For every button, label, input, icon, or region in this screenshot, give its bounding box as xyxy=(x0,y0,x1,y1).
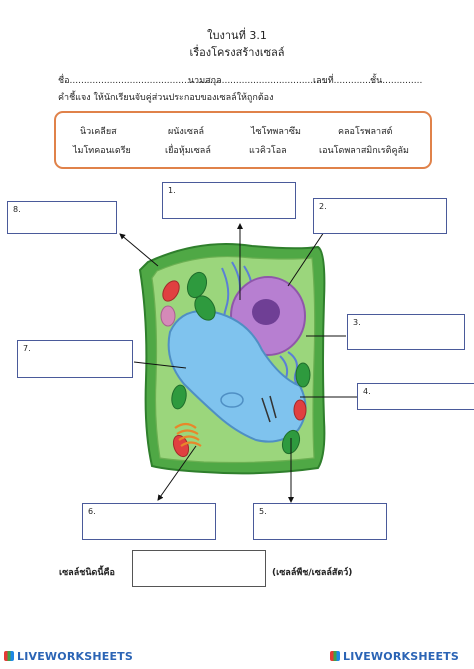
arrow-6 xyxy=(157,445,197,501)
label-box-2[interactable]: 2. xyxy=(313,198,447,234)
worksheet-subtitle: เรื่องโครงสร้างเซลล์ xyxy=(189,46,285,59)
label-box-6[interactable]: 6. xyxy=(82,503,216,540)
word-cell-membrane: เยื่อหุ้มเซลล์ xyxy=(165,146,211,156)
label-box-1[interactable]: 1. xyxy=(162,182,296,219)
word-chloroplast: คลอโรพลาสต์ xyxy=(338,127,393,137)
cell-type-options: (เซลล์พืช/เซลล์สัตว์) xyxy=(272,568,353,578)
arrow-8 xyxy=(119,233,159,267)
word-nucleus: นิวเคลียส xyxy=(80,127,117,137)
label-box-8[interactable]: 8. xyxy=(7,201,117,234)
word-mitochondria: ไมโทคอนเดรีย xyxy=(73,146,131,156)
instructions: คำชี้แจง ให้นักเรียนจับคู่ส่วนประกอบของเ… xyxy=(58,93,274,103)
class-field[interactable]: ชั้น.............. xyxy=(370,76,423,86)
word-vacuole: แวคิวโอล xyxy=(249,146,287,156)
worksheet-title: ใบงานที่ 3.1 xyxy=(207,29,267,42)
arrow-2 xyxy=(287,225,329,287)
label-box-5[interactable]: 5. xyxy=(253,503,387,540)
arrow-7 xyxy=(133,361,187,369)
liveworksheets-logo-right: LIVEWORKSHEETS xyxy=(330,650,459,663)
liveworksheets-logo-left: LIVEWORKSHEETS xyxy=(4,650,133,663)
surname-field[interactable]: นามสกุล.................................… xyxy=(188,76,328,86)
liveworksheets-icon xyxy=(330,651,340,661)
liveworksheets-icon xyxy=(4,651,14,661)
number-field[interactable]: เลขที่.............. xyxy=(313,76,374,86)
word-cytoplasm: ไซโทพลาซึม xyxy=(251,127,301,137)
name-field[interactable]: ชื่อ....................................… xyxy=(58,76,222,86)
word-bank xyxy=(54,111,432,169)
label-box-7[interactable]: 7. xyxy=(17,340,133,378)
label-box-4[interactable]: 4. xyxy=(357,383,474,410)
label-box-3[interactable]: 3. xyxy=(347,314,465,350)
word-endoplasmic-reticulum: เอนโดพลาสมิกเรติคูลัม xyxy=(319,146,409,156)
cell-type-answer-box[interactable] xyxy=(132,550,266,587)
vacuole xyxy=(167,310,307,443)
chloroplasts xyxy=(171,271,311,455)
word-cell-wall: ผนังเซลล์ xyxy=(168,127,205,137)
golgi-apparatus xyxy=(174,422,202,447)
cell-type-prompt: เซลล์ชนิดนี้คือ xyxy=(59,568,115,578)
